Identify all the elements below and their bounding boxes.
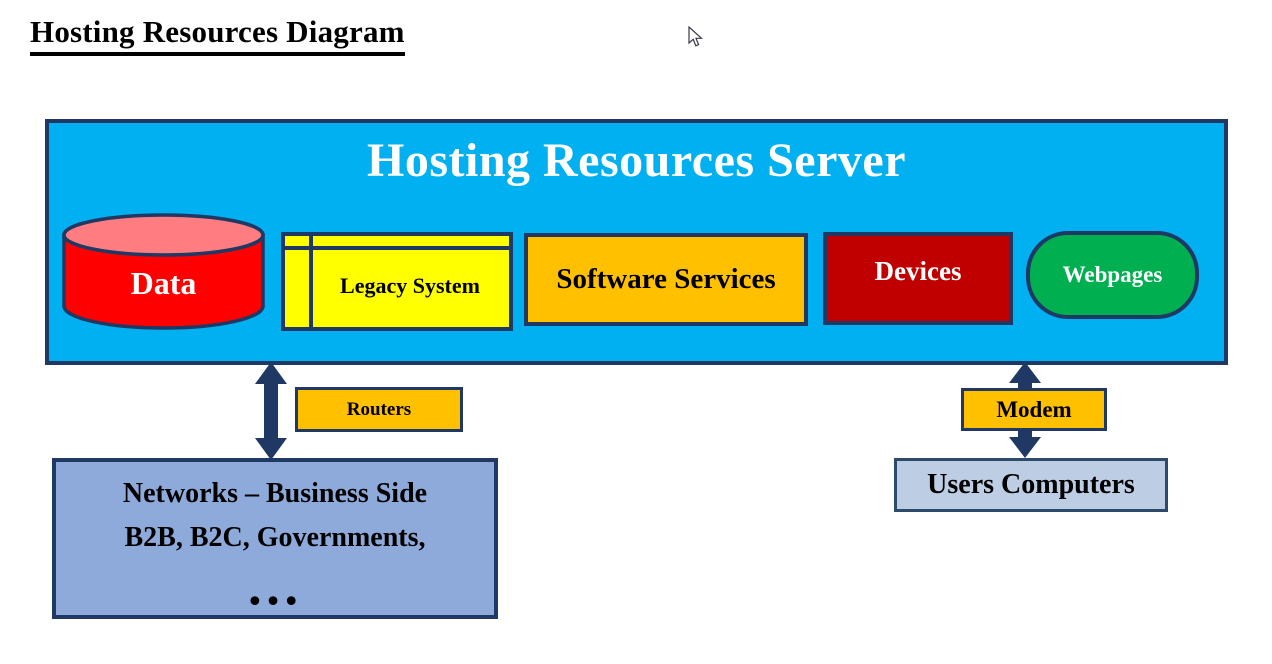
networks-ellipsis: … bbox=[246, 556, 304, 616]
routers-label: Routers bbox=[346, 398, 412, 420]
mouse-cursor-icon bbox=[688, 25, 704, 53]
legacy-system-label: Legacy System bbox=[340, 272, 480, 298]
routers-box: Routers bbox=[295, 387, 463, 432]
data-cylinder: Data bbox=[61, 212, 266, 332]
cylinder-shape bbox=[62, 213, 265, 330]
software-services-label: Software Services bbox=[556, 263, 776, 295]
server-title: Hosting Resources Server bbox=[366, 134, 906, 187]
networks-line-2: B2B, B2C, Governments, bbox=[124, 522, 426, 553]
webpages-label: Webpages bbox=[1062, 262, 1163, 287]
networks-box: Networks – Business Side B2B, B2C, Gover… bbox=[52, 458, 498, 619]
page-title: Hosting Resources Diagram bbox=[30, 14, 405, 56]
server-networks-double-arrow-icon bbox=[254, 361, 289, 466]
devices-label: Devices bbox=[874, 256, 962, 286]
users-computers-label: Users Computers bbox=[927, 469, 1135, 500]
software-services-box: Software Services bbox=[524, 233, 808, 326]
hosting-resources-server-box: Hosting Resources Server Data Legacy Sys… bbox=[45, 119, 1228, 365]
modem-label: Modem bbox=[996, 396, 1072, 422]
networks-line-1: Networks – Business Side bbox=[122, 478, 428, 509]
webpages-box: Webpages bbox=[1026, 231, 1199, 319]
legacy-vertical-divider bbox=[309, 236, 313, 327]
modem-box: Modem bbox=[961, 388, 1107, 431]
data-label: Data bbox=[130, 264, 197, 301]
legacy-system-box: Legacy System bbox=[281, 232, 513, 331]
devices-box: Devices bbox=[823, 232, 1013, 325]
legacy-horizontal-divider bbox=[285, 246, 509, 250]
users-computers-box: Users Computers bbox=[894, 458, 1168, 512]
